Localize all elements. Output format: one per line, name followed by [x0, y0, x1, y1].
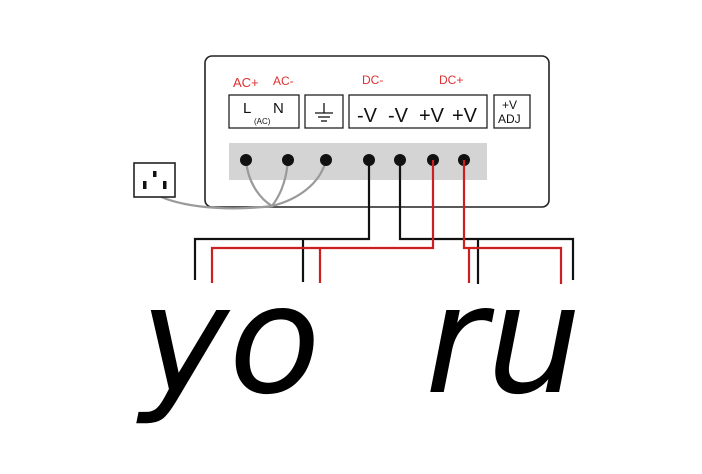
terminal-strip: [229, 143, 487, 180]
l-label: L: [243, 100, 251, 117]
ac-wires: [157, 158, 328, 210]
ac-input-box: [228, 94, 300, 129]
dc-output-box: [348, 94, 488, 129]
dc-minus-label: DC-: [362, 73, 383, 87]
output-label-1: -V: [357, 105, 378, 127]
outlet-icon: [133, 162, 176, 198]
output-label-3: +V: [419, 105, 445, 127]
ac-small-label: (AC): [254, 117, 271, 126]
handwritten-left: yo: [136, 254, 321, 428]
ground-icon: [315, 103, 333, 122]
ac-minus-label: AC-: [273, 74, 294, 88]
output-label-2: -V: [388, 105, 409, 127]
dc-plus-label: DC+: [439, 73, 463, 87]
adj-box: [493, 94, 531, 129]
output-label-4: +V: [452, 105, 478, 127]
adj-bottom-label: ADJ: [498, 112, 521, 126]
ac-plus-label: AC+: [233, 75, 259, 90]
black-dc-wires: [193, 160, 575, 284]
handwritten-right: ru: [425, 254, 582, 428]
terminal-screw: [240, 154, 252, 166]
n-label: N: [273, 100, 284, 117]
adj-top-label: +V: [502, 98, 517, 112]
terminal-screw: [320, 154, 332, 166]
terminal-screw: [282, 154, 294, 166]
red-dc-wires: [210, 160, 563, 284]
